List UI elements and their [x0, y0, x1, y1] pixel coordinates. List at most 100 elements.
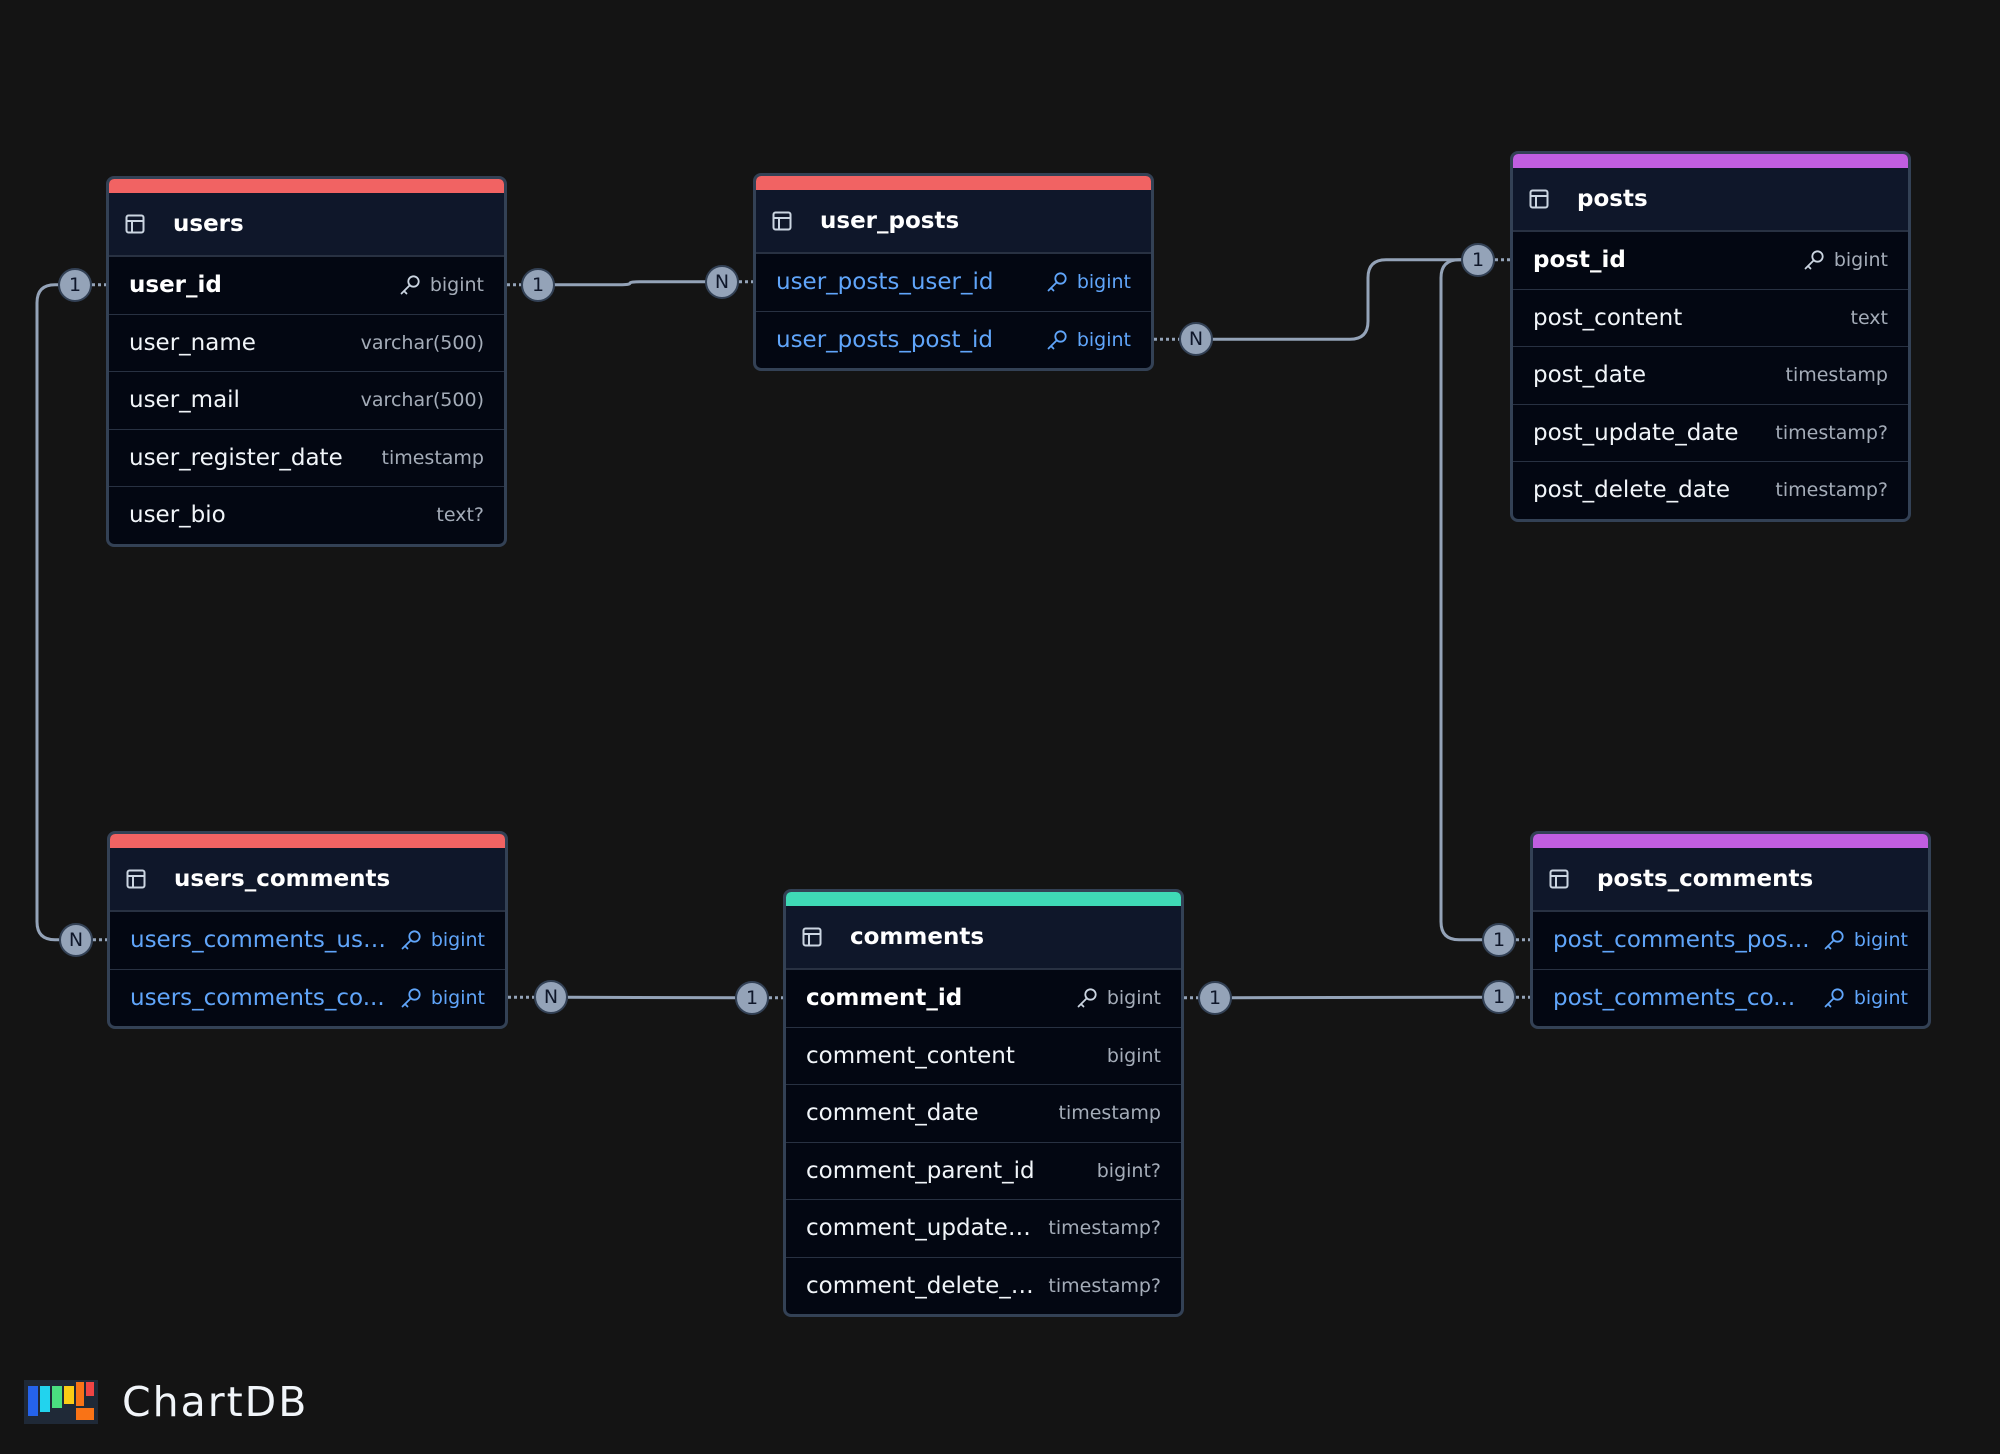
- field-type: bigint?: [1096, 1159, 1161, 1182]
- table-icon: [126, 869, 146, 889]
- field-row[interactable]: users_comments_co...bigint: [110, 968, 505, 1027]
- table-name: posts_comments: [1597, 866, 1814, 892]
- field-type: text?: [436, 504, 484, 527]
- table-name: users_comments: [174, 866, 391, 892]
- field-name: comment_update_...: [806, 1215, 1041, 1242]
- table-color-bar: [1513, 154, 1908, 168]
- table-name: users: [173, 211, 244, 237]
- table-header[interactable]: posts_comments: [1533, 848, 1928, 911]
- relationship-line[interactable]: [35, 283, 59, 942]
- key-icon: [1045, 328, 1069, 352]
- field-type: bigint: [1853, 986, 1908, 1009]
- cardinality-badge: 1: [1461, 242, 1495, 277]
- field-meta: bigint?: [1097, 1160, 1161, 1182]
- field-type: bigint: [1833, 249, 1888, 272]
- cardinality-badge: 1: [735, 980, 769, 1015]
- field-type: timestamp: [1058, 1102, 1162, 1125]
- field-row[interactable]: post_comments_co...bigint: [1533, 968, 1928, 1027]
- cardinality-badge: N: [705, 264, 739, 299]
- relationship-line[interactable]: [1231, 995, 1483, 1000]
- relationship-line[interactable]: [1196, 258, 1478, 341]
- field-row[interactable]: post_date timestamp: [1513, 346, 1908, 404]
- field-meta: timestamp: [382, 447, 485, 469]
- field-name: comment_content: [806, 1042, 1015, 1069]
- table-header[interactable]: comments: [786, 906, 1181, 969]
- field-meta: timestamp?: [1775, 422, 1888, 444]
- field-name: user_name: [129, 329, 256, 356]
- cardinality-badge: 1: [521, 267, 555, 302]
- field-row[interactable]: comment_delete_d...timestamp?: [786, 1256, 1181, 1315]
- field-name: comment_parent_id: [806, 1157, 1035, 1184]
- key-icon: [399, 928, 423, 952]
- field-meta: bigint: [1045, 328, 1131, 352]
- chartdb-logo-icon: [24, 1380, 98, 1424]
- brand-name: ChartDB: [122, 1378, 309, 1426]
- field-meta: text?: [436, 504, 484, 526]
- relationship-line[interactable]: [1439, 258, 1482, 942]
- field-row[interactable]: post_comments_pos... bigint: [1533, 911, 1928, 969]
- relationship-line[interactable]: [567, 995, 736, 1000]
- field-name: post_comments_pos...: [1553, 927, 1810, 954]
- field-name: comment_id: [806, 985, 963, 1012]
- field-type: varchar(500): [360, 331, 484, 354]
- field-row[interactable]: user_register_date timestamp: [109, 428, 504, 487]
- field-name: comment_delete_d...: [806, 1272, 1041, 1299]
- field-type: timestamp: [1785, 364, 1889, 387]
- table-header[interactable]: user_posts: [756, 190, 1151, 253]
- table-color-bar: [786, 892, 1181, 906]
- key-icon: [1822, 986, 1846, 1010]
- field-name: post_date: [1533, 362, 1647, 389]
- field-row[interactable]: comment_parent_id bigint?: [786, 1141, 1181, 1200]
- field-type: timestamp?: [1775, 421, 1888, 444]
- field-meta: bigint: [1075, 986, 1161, 1010]
- relationship-line[interactable]: [538, 280, 722, 287]
- field-row[interactable]: comment_update_...timestamp?: [786, 1199, 1181, 1257]
- table-header[interactable]: users_comments: [110, 848, 505, 911]
- field-meta: bigint: [398, 273, 484, 297]
- field-meta: bigint: [1822, 986, 1908, 1010]
- field-meta: bigint: [399, 986, 485, 1010]
- field-type: bigint: [429, 274, 484, 297]
- table-users-comments[interactable]: users_comments users_comments_use...bigin…: [107, 831, 508, 1029]
- field-type: bigint: [1076, 328, 1131, 351]
- field-type: bigint: [1853, 929, 1908, 952]
- field-meta: bigint: [1822, 928, 1908, 952]
- field-meta: text: [1851, 307, 1889, 329]
- table-header[interactable]: posts: [1513, 168, 1908, 231]
- field-type: bigint: [430, 929, 485, 952]
- field-row[interactable]: user_name varchar(500): [109, 313, 504, 372]
- field-row[interactable]: post_content text: [1513, 288, 1908, 347]
- cardinality-badge: 1: [1482, 922, 1516, 957]
- table-icon: [125, 214, 145, 234]
- field-name: user_register_date: [129, 444, 343, 471]
- field-row[interactable]: users_comments_use...bigint: [110, 911, 505, 969]
- field-name: post_content: [1533, 304, 1683, 331]
- field-type: bigint: [1076, 271, 1131, 294]
- field-meta: varchar(500): [361, 332, 484, 354]
- table-color-bar: [1533, 834, 1928, 848]
- brand: ChartDB: [24, 1378, 308, 1426]
- field-row[interactable]: comment_content bigint: [786, 1026, 1181, 1085]
- table-name: posts: [1577, 186, 1648, 212]
- table-header[interactable]: users: [109, 193, 504, 256]
- field-type: timestamp?: [1775, 479, 1888, 502]
- field-meta: timestamp?: [1775, 479, 1888, 501]
- field-meta: bigint: [1107, 1045, 1161, 1067]
- field-row[interactable]: comment_id bigint: [786, 969, 1181, 1027]
- table-name: user_posts: [820, 208, 960, 234]
